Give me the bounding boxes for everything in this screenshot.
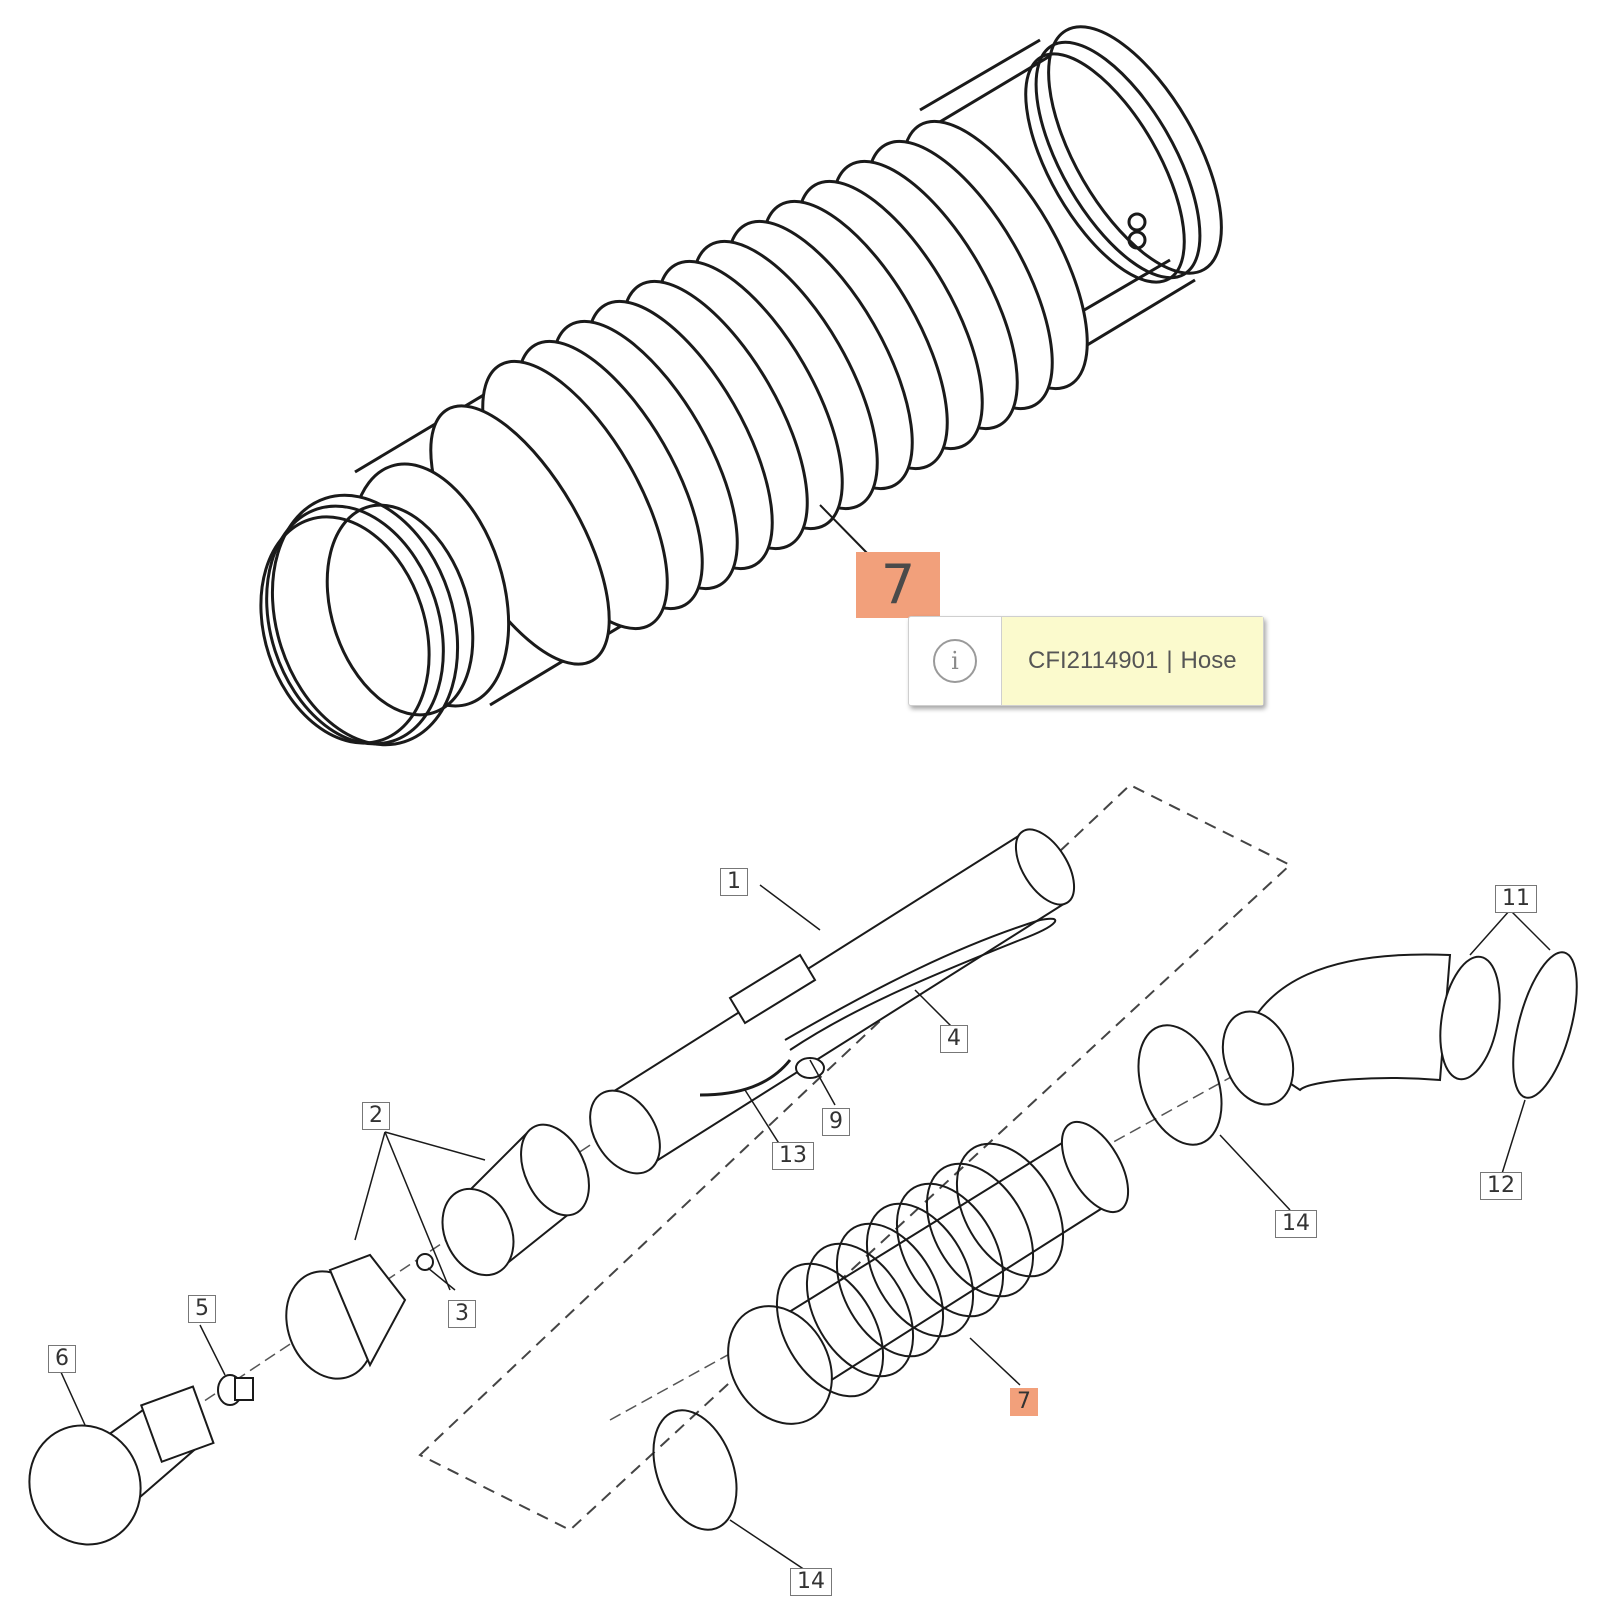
part-1-tube: [589, 828, 1076, 1175]
callout-14-upper[interactable]: 14: [1275, 1210, 1317, 1238]
part-11-elbow: [1221, 953, 1501, 1106]
highlight-label-7[interactable]: 7: [856, 552, 940, 618]
part-12-ring: [1512, 951, 1578, 1099]
tooltip-icon-cell: i: [909, 617, 1002, 705]
part-7-hose: [727, 1120, 1130, 1425]
tooltip-text: CFI2114901 | Hose: [1002, 617, 1263, 705]
tooltip-separator: |: [1166, 647, 1173, 674]
callout-6[interactable]: 6: [48, 1345, 76, 1373]
callout-3[interactable]: 3: [448, 1300, 476, 1328]
part-14-clamp-lower: [652, 1409, 738, 1531]
callout-7[interactable]: 7: [1010, 1388, 1038, 1416]
tooltip-part-number: CFI2114901: [1028, 647, 1159, 674]
part-13-clip: [699, 1059, 792, 1097]
callout-12[interactable]: 12: [1480, 1172, 1522, 1200]
callout-4[interactable]: 4: [940, 1025, 968, 1053]
part-tooltip: i CFI2114901 | Hose: [908, 616, 1264, 706]
part-6-end-cap: [28, 1385, 215, 1546]
part-4-cable: [784, 917, 1057, 1051]
callout-14-lower[interactable]: 14: [790, 1568, 832, 1596]
part-5-fitting: [217, 1374, 254, 1406]
info-icon[interactable]: i: [933, 639, 977, 683]
callout-5[interactable]: 5: [188, 1295, 216, 1323]
leader-lines: [59, 884, 1551, 1571]
callout-13[interactable]: 13: [772, 1142, 814, 1170]
callout-9[interactable]: 9: [822, 1108, 850, 1136]
callout-2[interactable]: 2: [362, 1102, 390, 1130]
part-3-oring: [416, 1253, 434, 1271]
leader-line-7-detail: [819, 504, 869, 555]
tooltip-part-name: Hose: [1180, 647, 1237, 674]
callout-1[interactable]: 1: [720, 868, 748, 896]
part-14-clamp-upper: [1137, 1024, 1223, 1146]
part-2-nozzle-assembly: [285, 1123, 590, 1380]
hose-detail-drawing: [259, 25, 1223, 747]
callout-11[interactable]: 11: [1495, 885, 1537, 913]
